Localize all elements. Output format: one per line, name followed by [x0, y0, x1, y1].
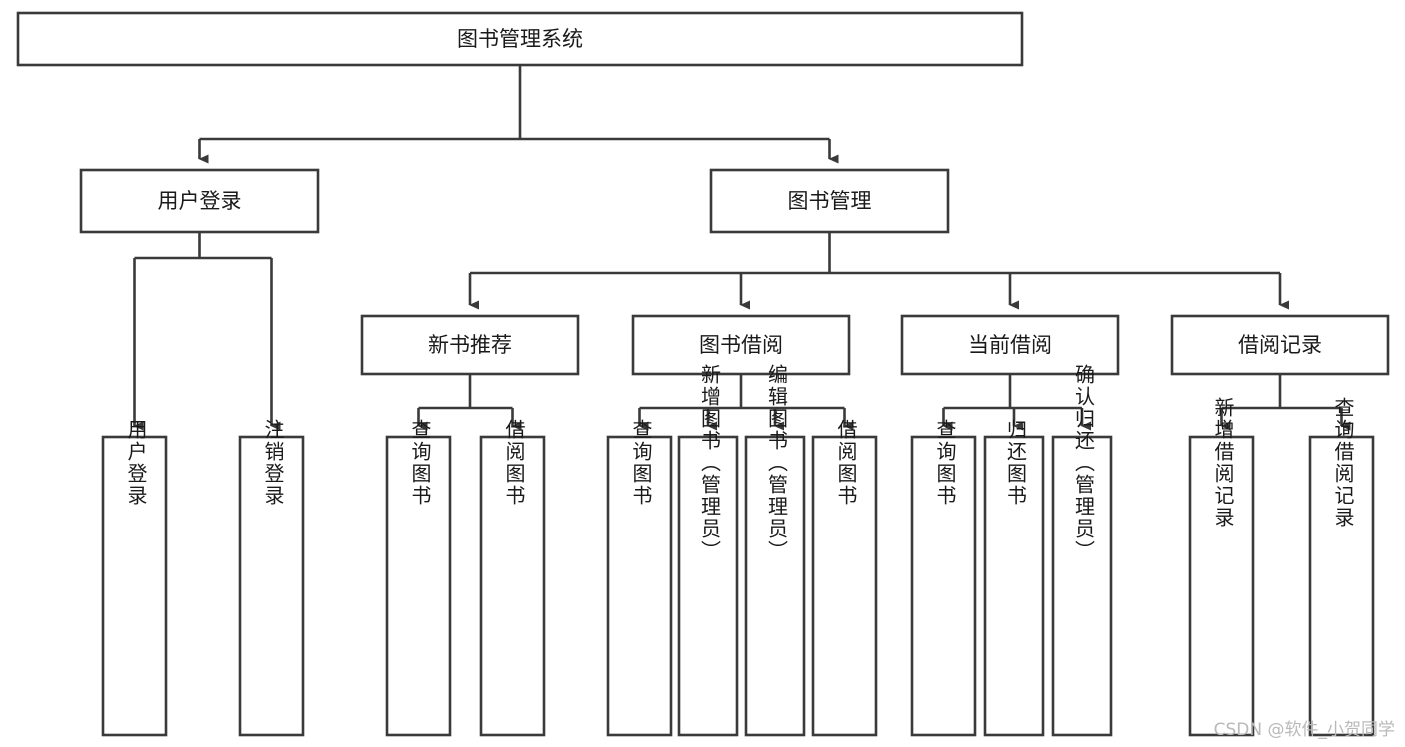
- node-l2_0[interactable]: 用户登录: [79, 168, 320, 234]
- node-label: 查询借阅记录: [1331, 397, 1355, 529]
- node-label: 编辑图书（管理员）: [765, 364, 789, 562]
- node-label: 借阅图书: [502, 419, 526, 507]
- node-label: 归还图书: [1004, 419, 1028, 507]
- node-l3_3[interactable]: 借阅记录: [1170, 314, 1390, 376]
- node-box: [983, 435, 1045, 737]
- node-label: 新书推荐: [428, 333, 512, 357]
- node-l3_1[interactable]: 图书借阅: [631, 314, 851, 376]
- node-box: [1308, 435, 1375, 737]
- node-box: [238, 435, 305, 737]
- node-l2_1[interactable]: 图书管理: [709, 168, 950, 234]
- node-box: [910, 435, 977, 737]
- node-leaf_12[interactable]: 查询借阅记录: [1308, 397, 1375, 737]
- node-box: [631, 314, 851, 376]
- node-l3_2[interactable]: 当前借阅: [900, 314, 1120, 376]
- node-leaf_5[interactable]: 新增图书（管理员）: [677, 364, 739, 737]
- node-label: 图书借阅: [699, 333, 783, 357]
- node-box: [1051, 435, 1113, 737]
- node-box: [360, 314, 580, 376]
- node-leaf_0[interactable]: 用户登录: [101, 419, 168, 737]
- node-label: 新增借阅记录: [1211, 397, 1235, 529]
- node-box: [606, 435, 673, 737]
- node-box: [479, 435, 546, 737]
- node-label: 注销登录: [261, 419, 285, 507]
- node-root[interactable]: 图书管理系统: [16, 11, 1024, 67]
- node-box: [709, 168, 950, 234]
- node-leaf_9[interactable]: 归还图书: [983, 419, 1045, 737]
- node-label: 查询图书: [408, 419, 432, 507]
- node-label: 查询图书: [933, 419, 957, 507]
- node-label: 当前借阅: [968, 333, 1052, 357]
- connector-layer: [133, 65, 1351, 431]
- node-box: [101, 435, 168, 737]
- node-label: 图书管理系统: [457, 27, 583, 51]
- node-label: 借阅图书: [834, 419, 858, 507]
- node-leaf_10[interactable]: 确认归还（管理员）: [1051, 364, 1113, 737]
- node-box: [1188, 435, 1255, 737]
- node-leaf_4[interactable]: 查询图书: [606, 419, 673, 737]
- node-leaf_2[interactable]: 查询图书: [385, 419, 452, 737]
- node-label: 用户登录: [124, 419, 148, 507]
- node-leaf_8[interactable]: 查询图书: [910, 419, 977, 737]
- node-label: 用户登录: [158, 189, 242, 213]
- node-label: 图书管理: [788, 189, 872, 213]
- node-leaf_7[interactable]: 借阅图书: [811, 419, 878, 737]
- node-l3_0[interactable]: 新书推荐: [360, 314, 580, 376]
- node-label: 新增图书（管理员）: [698, 364, 722, 562]
- node-box: [1170, 314, 1390, 376]
- node-box: [811, 435, 878, 737]
- node-box: [900, 314, 1120, 376]
- node-layer: 图书管理系统用户登录图书管理新书推荐图书借阅当前借阅借阅记录用户登录注销登录查询…: [16, 11, 1390, 737]
- node-box: [79, 168, 320, 234]
- node-leaf_11[interactable]: 新增借阅记录: [1188, 397, 1255, 737]
- node-label: 查询图书: [629, 419, 653, 507]
- node-leaf_6[interactable]: 编辑图书（管理员）: [744, 364, 806, 737]
- node-box: [385, 435, 452, 737]
- node-box: [677, 435, 739, 737]
- node-box: [744, 435, 806, 737]
- node-label: 借阅记录: [1238, 333, 1322, 357]
- node-label: 确认归还（管理员）: [1072, 364, 1096, 562]
- node-leaf_3[interactable]: 借阅图书: [479, 419, 546, 737]
- node-box: [16, 11, 1024, 67]
- node-leaf_1[interactable]: 注销登录: [238, 419, 305, 737]
